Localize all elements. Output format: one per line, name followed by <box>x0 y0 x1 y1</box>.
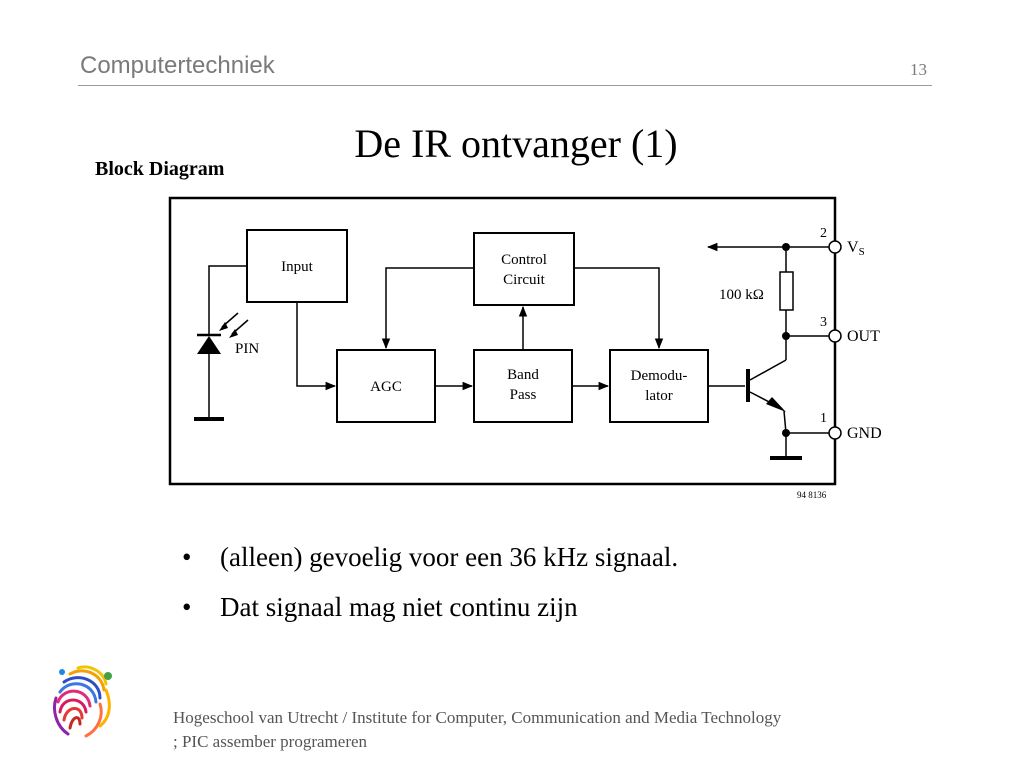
control-block-label-2: Circuit <box>503 272 545 288</box>
control-block-label-1: Control <box>501 252 547 268</box>
vs-label: VS <box>847 239 865 258</box>
page-number: 13 <box>910 60 927 79</box>
bandpass-block-label-2: Pass <box>510 387 537 403</box>
out-pin-number: 3 <box>820 315 827 330</box>
bandpass-block-label-1: Band <box>507 367 539 383</box>
pin-label: PIN <box>235 341 259 357</box>
footer: Hogeschool van Utrecht / Institute for C… <box>173 706 781 754</box>
out-label: OUT <box>847 328 880 345</box>
vs-terminal <box>828 240 842 254</box>
block-diagram: Input Control Circuit AGC Band Pass Demo… <box>168 196 882 500</box>
footer-line-1: Hogeschool van Utrecht / Institute for C… <box>173 708 782 727</box>
agc-block-label: AGC <box>370 379 402 395</box>
bullet-list: • (alleen) gevoelig voor een 36 kHz signa… <box>178 540 678 640</box>
fingerprint-logo-icon <box>53 665 112 738</box>
bullet-icon: • <box>182 592 192 622</box>
vs-pin-number: 2 <box>820 226 827 241</box>
out-terminal <box>828 329 842 343</box>
part-code: 94 8136 <box>797 490 827 500</box>
gnd-pin-number: 1 <box>820 411 827 426</box>
footer-line-2: ; PIC assember programeren <box>173 732 368 751</box>
agc-block: AGC <box>336 349 436 423</box>
bullet-icon: • <box>182 542 192 572</box>
demodulator-block: Demodu- lator <box>609 349 709 423</box>
bullet-text: Dat signaal mag niet continu zijn <box>220 592 578 622</box>
output-wiring <box>706 242 832 457</box>
demod-block-label-1: Demodu- <box>631 368 688 384</box>
bandpass-block: Band Pass <box>473 349 573 423</box>
header-divider <box>78 85 932 86</box>
transistor-icon <box>708 336 787 434</box>
diagram-heading: Block Diagram <box>95 158 225 180</box>
photodiode-icon <box>197 312 249 354</box>
slide-title: De IR ontvanger (1) <box>354 121 678 166</box>
gnd-label: GND <box>847 425 882 442</box>
gnd-terminal <box>828 426 842 440</box>
input-block: Input <box>246 229 348 303</box>
demod-block-label-2: lator <box>645 388 673 404</box>
bullet-text: (alleen) gevoelig voor een 36 kHz signaa… <box>220 542 679 572</box>
bullet-item: • Dat signaal mag niet continu zijn <box>178 590 678 640</box>
bullet-item: • (alleen) gevoelig voor een 36 kHz signa… <box>178 540 678 590</box>
control-circuit-block: Control Circuit <box>473 232 575 306</box>
resistor-label: 100 kΩ <box>719 287 764 303</box>
resistor-icon <box>779 271 794 311</box>
input-block-label: Input <box>281 259 313 275</box>
header-title: Computertechniek <box>80 52 275 79</box>
signal-wires <box>208 265 664 418</box>
